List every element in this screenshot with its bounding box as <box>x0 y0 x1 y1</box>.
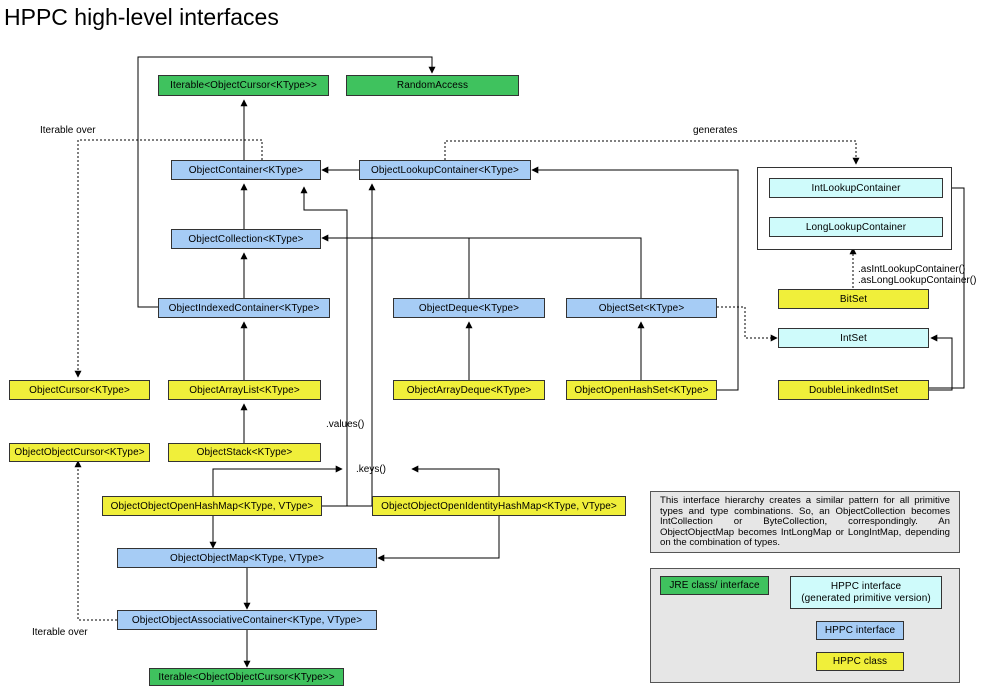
legend-primitive-line1: HPPC interface <box>830 580 902 592</box>
node-object-object-map: ObjectObjectMap<KType, VType> <box>117 548 377 568</box>
legend-primitive: HPPC interface (generated primitive vers… <box>790 576 942 609</box>
edge-label-iterable-over-top: Iterable over <box>40 125 96 136</box>
note-panel <box>650 491 960 553</box>
legend-hppc-class: HPPC class <box>816 652 904 671</box>
node-object-array-list: ObjectArrayList<KType> <box>168 380 321 400</box>
node-object-set: ObjectSet<KType> <box>566 298 717 318</box>
node-random-access: RandomAccess <box>346 75 519 96</box>
edge-label-keys: .keys() <box>356 464 386 475</box>
node-int-lookup-container: IntLookupContainer <box>769 178 943 198</box>
node-iterable-object-cursor: Iterable<ObjectCursor<KType>> <box>158 75 329 96</box>
node-double-linked-int-set: DoubleLinkedIntSet <box>778 380 929 400</box>
edge-label-iterable-over-bottom: Iterable over <box>32 627 88 638</box>
node-long-lookup-container: LongLookupContainer <box>769 217 943 237</box>
node-object-indexed-container: ObjectIndexedContainer<KType> <box>158 298 330 318</box>
node-object-stack: ObjectStack<KType> <box>168 443 321 462</box>
legend-hppc-interface: HPPC interface <box>816 621 904 640</box>
note-text: This interface hierarchy creates a simil… <box>660 495 950 548</box>
node-object-lookup-container: ObjectLookupContainer<KType> <box>359 160 531 180</box>
edge-label-generates: generates <box>693 125 738 136</box>
node-intset: IntSet <box>778 328 929 348</box>
node-bitset: BitSet <box>778 289 929 309</box>
node-object-array-deque: ObjectArrayDeque<KType> <box>393 380 545 400</box>
edge-label-as-long-lookup: .asLongLookupContainer() <box>858 275 977 286</box>
node-object-object-open-identity-hash-map: ObjectObjectOpenIdentityHashMap<KType, V… <box>372 496 626 516</box>
node-object-container: ObjectContainer<KType> <box>171 160 321 180</box>
legend-jre: JRE class/ interface <box>660 576 769 595</box>
node-iterable-object-object-cursor: Iterable<ObjectObjectCursor<KType>> <box>149 668 344 686</box>
node-object-object-open-hash-map: ObjectObjectOpenHashMap<KType, VType> <box>102 496 322 516</box>
node-object-deque: ObjectDeque<KType> <box>393 298 545 318</box>
edge-label-as-int-lookup: .asIntLookupContainer() <box>858 264 966 275</box>
edge-label-values: .values() <box>326 419 365 430</box>
node-object-object-cursor: ObjectObjectCursor<KType> <box>9 443 150 462</box>
legend-primitive-line2: (generated primitive version) <box>801 592 931 604</box>
page-title: HPPC high-level interfaces <box>4 4 279 30</box>
node-object-open-hash-set: ObjectOpenHashSet<KType> <box>566 380 717 400</box>
node-object-object-associative-container: ObjectObjectAssociativeContainer<KType, … <box>117 610 377 630</box>
node-object-cursor: ObjectCursor<KType> <box>9 380 150 400</box>
node-object-collection: ObjectCollection<KType> <box>171 229 321 249</box>
